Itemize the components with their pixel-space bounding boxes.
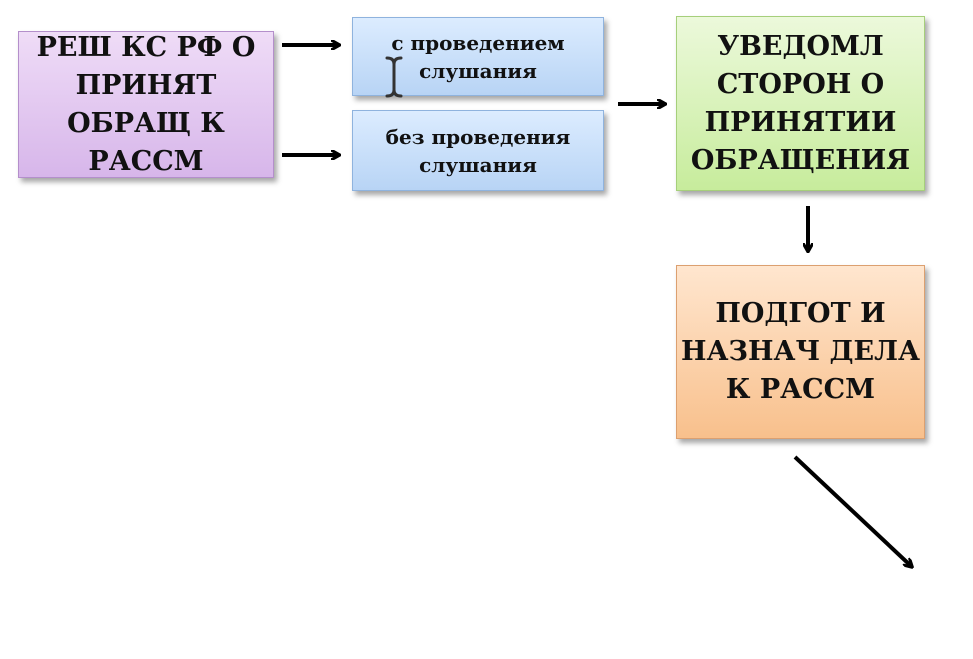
node-without-hearing: без проведения слушания xyxy=(352,110,604,191)
node-decision: РЕШ КС РФ О ПРИНЯТ ОБРАЩ К РАССМ xyxy=(18,31,274,178)
node-prepare-label: ПОДГОТ И НАЗНАЧ ДЕЛА К РАССМ xyxy=(681,298,920,405)
node-without-hearing-label: без проведения слушания xyxy=(385,124,571,177)
node-with-hearing-label: с проведением слушания xyxy=(391,30,565,83)
node-with-hearing: с проведением слушания xyxy=(352,17,604,96)
node-notify: УВЕДОМЛ СТОРОН О ПРИНЯТИИ ОБРАЩЕНИЯ xyxy=(676,16,925,191)
text-cursor-icon xyxy=(385,56,403,98)
node-notify-label: УВЕДОМЛ СТОРОН О ПРИНЯТИИ ОБРАЩЕНИЯ xyxy=(690,30,911,176)
node-prepare: ПОДГОТ И НАЗНАЧ ДЕЛА К РАССМ xyxy=(676,265,925,439)
node-decision-label: РЕШ КС РФ О ПРИНЯТ ОБРАЩ К РАССМ xyxy=(36,31,256,177)
arrow-prepare-to-next xyxy=(793,455,911,566)
